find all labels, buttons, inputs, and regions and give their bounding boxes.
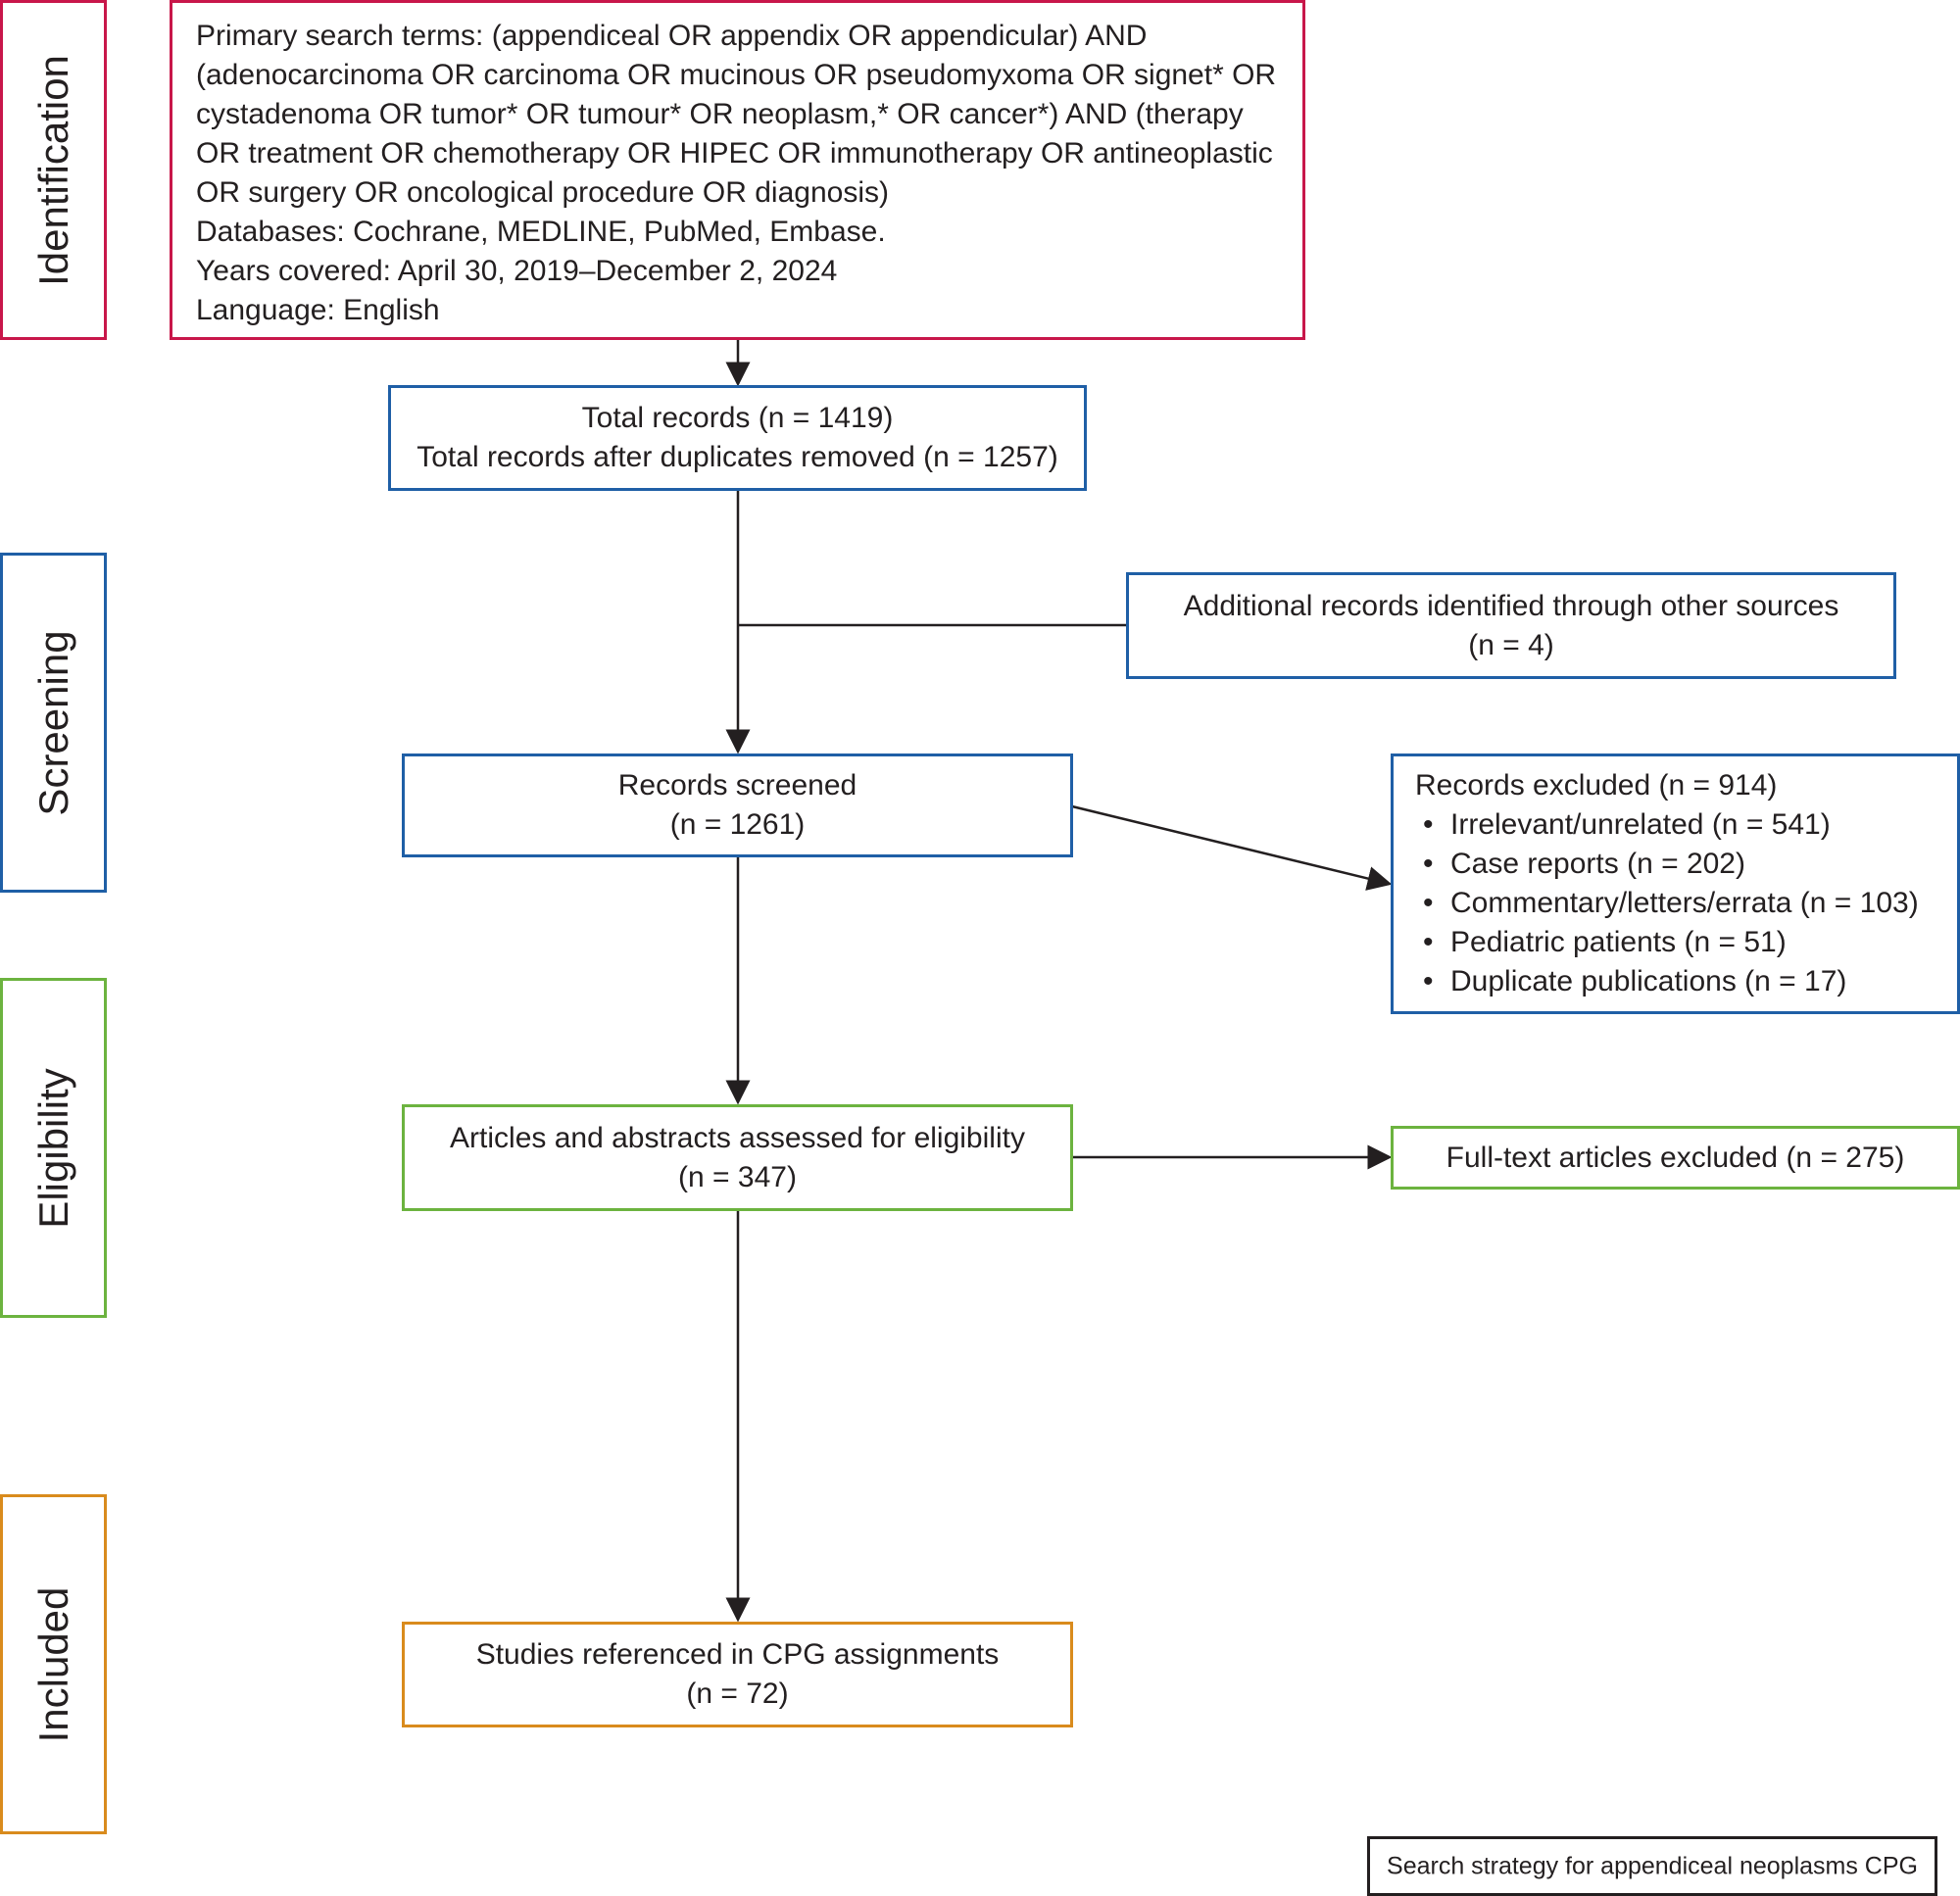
figure-caption: Search strategy for appendiceal neoplasm…	[1387, 1852, 1918, 1879]
exclusion-reason: •Commentary/letters/errata (n = 103)	[1423, 887, 1919, 919]
total-records-count: Total records (n = 1419)	[581, 402, 894, 434]
exclusion-reason: •Pediatric patients (n = 51)	[1423, 926, 1787, 958]
search-strategy-text: Primary search terms: (appendiceal OR ap…	[196, 17, 1293, 330]
records-screened-label: Records screened	[617, 769, 858, 802]
included-box: Studies referenced in CPG assignments (n…	[402, 1622, 1073, 1727]
arrow-screened-to-excluded	[1071, 804, 1393, 891]
stage-screening: Screening	[0, 553, 107, 893]
eligibility-count: (n = 347)	[678, 1160, 797, 1193]
databases-line: Databases: Cochrane, MEDLINE, PubMed, Em…	[196, 216, 886, 248]
search-line: OR treatment OR chemotherapy OR HIPEC OR…	[196, 137, 1273, 170]
search-line: OR surgery OR oncological procedure OR d…	[196, 176, 889, 209]
stage-identification: Identification	[0, 0, 107, 340]
exclusion-reason: •Irrelevant/unrelated (n = 541)	[1423, 808, 1831, 841]
records-screened-box: Records screened (n = 1261)	[402, 754, 1073, 857]
search-line: (adenocarcinoma OR carcinoma OR mucinous…	[196, 59, 1277, 91]
exclusion-reasons-list: •Irrelevant/unrelated (n = 541) •Case re…	[1415, 805, 1919, 1001]
additional-records-count: (n = 4)	[1468, 628, 1554, 661]
records-excluded-title: Records excluded (n = 914)	[1415, 769, 1778, 802]
fulltext-excluded-label: Full-text articles excluded (n = 275)	[1446, 1141, 1905, 1174]
search-line: cystadenoma OR tumor* OR tumour* OR neop…	[196, 98, 1244, 130]
records-excluded-box: Records excluded (n = 914) •Irrelevant/u…	[1391, 754, 1960, 1014]
fulltext-excluded-box: Full-text articles excluded (n = 275)	[1391, 1126, 1960, 1190]
eligibility-box: Articles and abstracts assessed for elig…	[402, 1104, 1073, 1211]
language-line: Language: English	[196, 294, 440, 326]
exclusion-reason: •Case reports (n = 202)	[1423, 848, 1745, 880]
search-line: Primary search terms: (appendiceal OR ap…	[196, 20, 1148, 52]
total-records-deduplicated: Total records after duplicates removed (…	[416, 441, 1058, 473]
additional-records-box: Additional records identified through ot…	[1126, 572, 1896, 679]
records-screened-count: (n = 1261)	[669, 808, 806, 841]
eligibility-label: Articles and abstracts assessed for elig…	[450, 1121, 1025, 1154]
search-strategy-box: Primary search terms: (appendiceal OR ap…	[170, 0, 1305, 340]
additional-records-label: Additional records identified through ot…	[1183, 589, 1839, 622]
stage-eligibility: Eligibility	[0, 978, 107, 1318]
exclusion-reason: •Duplicate publications (n = 17)	[1423, 965, 1847, 997]
stage-included: Included	[0, 1494, 107, 1834]
included-count: (n = 72)	[686, 1677, 789, 1710]
total-records-box: Total records (n = 1419) Total records a…	[388, 385, 1087, 491]
included-label: Studies referenced in CPG assignments	[475, 1638, 1000, 1671]
years-line: Years covered: April 30, 2019–December 2…	[196, 255, 838, 287]
figure-caption-box: Search strategy for appendiceal neoplasm…	[1367, 1836, 1937, 1896]
